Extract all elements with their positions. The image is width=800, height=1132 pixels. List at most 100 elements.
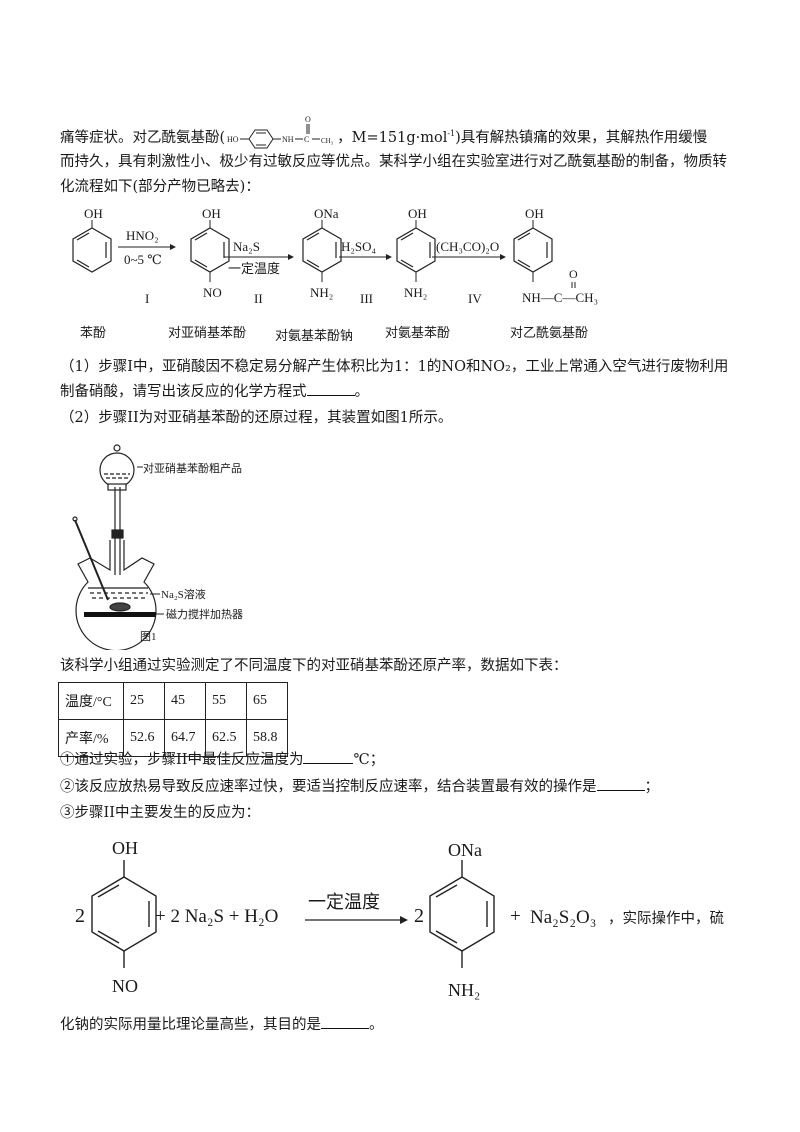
- question-text: ①通过实验，步骤II中最佳反应温度为: [60, 752, 304, 768]
- svg-text:O: O: [569, 267, 578, 281]
- svg-text:苯酚: 苯酚: [80, 325, 106, 340]
- svg-text:NH₂: NH₂: [310, 285, 333, 300]
- svg-text:NH: NH: [282, 135, 294, 144]
- svg-text:NO: NO: [112, 976, 138, 996]
- table-header: 产率/%: [58, 719, 124, 757]
- compound-sodium-p-aminophenoxide: ONa NH₂ 对氨基苯酚钠: [275, 206, 353, 343]
- question-text: 制备硝酸，请写出该反应的化学方程式: [60, 384, 307, 400]
- svg-text:磁力搅拌加热器: 磁力搅拌加热器: [166, 607, 243, 621]
- svg-text:OH: OH: [408, 206, 427, 221]
- svg-text:IV: IV: [468, 291, 482, 306]
- synthesis-scheme: OH 苯酚 OH NO 对亚硝基苯酚 ONa NH₂ 对氨基苯酚钠 OH NH₂…: [72, 206, 598, 343]
- svg-text:对氨基苯酚钠: 对氨基苯酚钠: [275, 328, 353, 343]
- answer-blank[interactable]: [596, 790, 645, 791]
- svg-text:NH₂: NH₂: [404, 285, 427, 300]
- svg-text:OH: OH: [84, 206, 103, 221]
- punctuation: 。: [354, 384, 370, 400]
- sub-question-3: ③步骤II中主要发生的反应为：: [60, 805, 260, 821]
- reaction-equation: 2 OH NO + 2 Na₂S + H₂O 一定温度 2 ONa NH₂ + …: [75, 838, 724, 1000]
- svg-text:，实际操作中，硫: ，实际操作中，硫: [608, 910, 724, 927]
- table-cell: 55: [205, 682, 247, 720]
- magnetic-stirrer-heater: [84, 612, 156, 617]
- question-text: ②该反应放热易导致反应速率过快，要适当控制反应速率，结合装置最有效的操作是: [60, 779, 597, 795]
- molar-mass: ，M=151g·mol: [337, 130, 448, 146]
- p-nitrosophenol-structure: OH NO: [91, 838, 157, 996]
- svg-text:III: III: [360, 291, 373, 306]
- table-intro: 该科学小组通过实验测定了不同温度下的对亚硝基苯酚还原产率，数据如下表：: [60, 658, 568, 674]
- svg-text:II: II: [254, 291, 263, 306]
- dropping-funnel: [99, 452, 135, 488]
- svg-text:OH: OH: [112, 838, 138, 858]
- reaction-condition: 一定温度: [308, 892, 380, 912]
- svg-text:I: I: [145, 291, 149, 306]
- table-row: 温度/°C 25 45 55 65: [58, 682, 288, 720]
- table-row: 产率/% 52.6 64.7 62.5 58.8: [58, 719, 288, 757]
- question-1-line-1: （1）步骤I中，亚硝酸因不稳定易分解产生体积比为1：1的NO和NO₂，工业上常通…: [60, 359, 729, 375]
- svg-text:ONa: ONa: [448, 840, 482, 860]
- svg-text:OH: OH: [202, 206, 221, 221]
- svg-text:OH: OH: [525, 206, 544, 221]
- question-2-line-1: （2）步骤II为对亚硝基苯酚的还原过程，其装置如图1所示。: [60, 410, 453, 426]
- final-line: 化钠的实际用量比理论量高些，其目的是 。: [60, 1015, 384, 1035]
- svg-text:Na₂S: Na₂S: [233, 239, 260, 254]
- table-cell: 65: [246, 682, 288, 720]
- coefficient: 2: [414, 905, 424, 927]
- apparatus-figure: 对亚硝基苯酚粗产品 Na₂S溶液 磁力搅拌加热器 图1: [72, 444, 243, 650]
- reagents: + 2 Na₂S + H₂O: [155, 906, 278, 927]
- punctuation: ；: [644, 779, 660, 795]
- punctuation: 。: [369, 1017, 384, 1033]
- intro-line-1: 痛等症状。对乙酰氨基酚( HO NH C O CH₃ ，M=151g·mol-1…: [60, 114, 707, 150]
- step-3-arrow: H₂SO₄ III: [339, 239, 392, 306]
- svg-text:Na₂S溶液: Na₂S溶液: [161, 587, 206, 601]
- answer-blank[interactable]: [306, 395, 355, 396]
- svg-text:一定温度: 一定温度: [228, 261, 280, 276]
- table-cell: 58.8: [246, 719, 288, 757]
- svg-text:HO: HO: [227, 135, 239, 144]
- question-text: 化钠的实际用量比理论量高些，其目的是: [60, 1017, 321, 1033]
- svg-text:(CH₃CO)₂O: (CH₃CO)₂O: [436, 239, 499, 254]
- thermometer: [74, 519, 109, 601]
- svg-text:H₂SO₄: H₂SO₄: [341, 239, 377, 254]
- compound-phenol: OH 苯酚: [72, 206, 112, 340]
- sub-question-2: ②该反应放热易导致反应速率过快，要适当控制反应速率，结合装置最有效的操作是 ；: [60, 777, 659, 797]
- svg-text:对乙酰氨基酚: 对乙酰氨基酚: [510, 325, 588, 340]
- three-neck-flask: [75, 540, 157, 650]
- answer-blank[interactable]: [321, 1028, 369, 1029]
- svg-text:CH₃: CH₃: [321, 137, 334, 145]
- svg-text:对氨基苯酚: 对氨基苯酚: [385, 325, 450, 340]
- table-cell: 45: [164, 682, 206, 720]
- superscript: -1: [447, 129, 456, 139]
- svg-text:对亚硝基苯酚粗产品: 对亚硝基苯酚粗产品: [143, 461, 242, 475]
- table-header: 温度/°C: [58, 682, 124, 720]
- svg-text:NH₂: NH₂: [448, 980, 480, 1000]
- svg-text:O: O: [305, 115, 311, 124]
- svg-text:ONa: ONa: [314, 206, 339, 221]
- table-cell: 62.5: [205, 719, 247, 757]
- svg-text:NO: NO: [203, 285, 222, 300]
- svg-text:对亚硝基苯酚: 对亚硝基苯酚: [168, 325, 246, 340]
- coefficient: 2: [75, 905, 85, 927]
- intro-text: )具有解热镇痛的效果，其解热作用缓慢: [455, 130, 708, 146]
- svg-text:图1: 图1: [140, 630, 157, 643]
- step-4-arrow: (CH₃CO)₂O IV: [432, 239, 506, 306]
- acetaminophen-structure: HO NH C O CH₃: [227, 115, 334, 149]
- compound-acetaminophen: OH O NH—C—CH₃ 对乙酰氨基酚: [510, 206, 598, 340]
- sub-question-1: ①通过实验，步骤II中最佳反应温度为 ℃；: [60, 750, 384, 770]
- step-2-arrow: Na₂S 一定温度 II: [224, 239, 294, 306]
- unit: ℃；: [353, 752, 385, 768]
- intro-line-3: 化流程如下(部分产物已略去)：: [60, 179, 260, 195]
- svg-text:C: C: [304, 135, 309, 144]
- svg-text:HNO₂: HNO₂: [126, 228, 159, 243]
- table-cell: 64.7: [164, 719, 206, 757]
- intro-text: 痛等症状。对乙酰氨基酚(: [60, 130, 226, 146]
- svg-text:0~5 ℃: 0~5 ℃: [124, 252, 162, 267]
- yield-table: 温度/°C 25 45 55 65 产率/% 52.6 64.7 62.5 58…: [58, 682, 288, 757]
- sodium-p-aminophenoxide-structure: ONa NH₂: [429, 840, 495, 1000]
- svg-text:NH—C—CH₃: NH—C—CH₃: [522, 290, 598, 305]
- answer-blank[interactable]: [303, 763, 354, 764]
- svg-text:+: +: [510, 906, 521, 927]
- question-1-line-2: 制备硝酸，请写出该反应的化学方程式 。: [60, 382, 369, 402]
- intro-line-2: 而持久，具有刺激性小、极少有过敏反应等优点。某科学小组在实验室进行对乙酰氨基酚的…: [60, 154, 727, 170]
- step-1-arrow: HNO₂ 0~5 ℃ I: [118, 228, 176, 306]
- table-cell: 52.6: [123, 719, 165, 757]
